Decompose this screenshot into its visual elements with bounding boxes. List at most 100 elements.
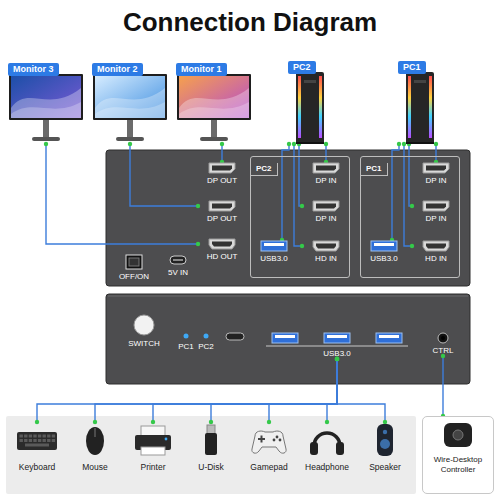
dp-port <box>422 200 450 212</box>
connector-dot <box>35 420 39 424</box>
icon-part <box>426 244 446 249</box>
port: HD OUT <box>198 238 246 262</box>
cable-connector <box>409 144 412 206</box>
connector-dot <box>196 204 200 208</box>
port-label: DP OUT <box>198 162 246 186</box>
icon-part <box>129 258 139 266</box>
cable-connector <box>153 359 337 422</box>
icon-part <box>319 76 322 138</box>
led-dot <box>184 334 189 339</box>
icon-part <box>11 102 81 118</box>
icon-part <box>336 442 344 455</box>
connector-dot <box>397 142 401 146</box>
connector-dot <box>434 142 438 146</box>
cable-connector <box>294 144 302 246</box>
port-label: 5V IN <box>156 254 200 278</box>
icon-part <box>200 137 228 141</box>
cable-connector <box>337 359 385 422</box>
usb-port <box>370 240 398 252</box>
led-label: PC2 <box>194 342 218 352</box>
icon-part <box>261 241 287 251</box>
icon-part <box>11 76 81 118</box>
icon-part <box>11 88 81 118</box>
monitor-icon <box>92 74 168 144</box>
panel-highlight <box>108 296 468 297</box>
icon-part <box>212 166 232 171</box>
port-group: PC2DP INDP INUSB3.0HD IN <box>250 156 350 278</box>
device-label: U-Disk <box>182 422 240 472</box>
monitor-icon <box>176 74 252 144</box>
port: HD IN <box>302 240 350 264</box>
monitor-tag: Monitor 1 <box>176 63 227 76</box>
peripheral-device: Mouse <box>66 422 124 472</box>
printer-icon <box>131 422 175 458</box>
icon-part <box>86 427 104 455</box>
port-label: HD IN <box>302 240 350 264</box>
port-label: DP IN <box>302 200 350 224</box>
led-label: PC1 <box>174 342 198 352</box>
icon-part <box>173 259 183 261</box>
icon-part <box>261 436 263 443</box>
connector-dot <box>325 420 329 424</box>
connector-dot <box>196 242 200 246</box>
icon-part <box>209 163 235 173</box>
port-label: USB3.0 <box>250 240 298 264</box>
dp-port <box>208 200 236 212</box>
icon-part <box>310 442 318 455</box>
connector-dot <box>93 420 97 424</box>
usb-c-port <box>226 333 244 340</box>
peripheral-device: Printer <box>124 422 182 472</box>
device-label: Keyboard <box>8 422 66 472</box>
icon-part <box>95 102 165 118</box>
icon-part <box>426 166 446 171</box>
icon-part <box>17 432 57 450</box>
device-label: Headphone <box>298 422 356 472</box>
icon-part <box>371 241 397 251</box>
connector-dot <box>402 142 406 146</box>
icon-part <box>43 120 49 137</box>
cable-connector <box>404 144 412 246</box>
icon-part <box>205 433 217 455</box>
icon-part <box>126 255 142 269</box>
dp-port <box>312 200 340 212</box>
icon-part <box>170 256 186 264</box>
icon-part <box>134 315 154 335</box>
icon-part <box>43 439 46 442</box>
pc-tower: PC2 <box>288 56 332 144</box>
cable-connector <box>299 144 302 206</box>
icon-part <box>304 80 316 83</box>
usbc-port <box>164 254 192 266</box>
icon-part <box>33 439 36 442</box>
pc-tag: PC1 <box>398 61 426 74</box>
dp-port <box>422 162 450 174</box>
port-label: DP IN <box>302 162 350 186</box>
monitor-tag: Monitor 2 <box>92 63 143 76</box>
connector-dot <box>267 420 271 424</box>
icon-part <box>43 435 46 438</box>
kvm-front-panel <box>106 294 470 384</box>
monitor: Monitor 1 <box>176 58 252 144</box>
icon-part <box>24 439 27 442</box>
port: DP OUT <box>198 200 246 224</box>
icon-part <box>383 430 387 434</box>
icon-part <box>327 335 347 338</box>
port-label: CTRL <box>426 332 460 356</box>
device-band <box>6 416 416 494</box>
port-label: HD OUT <box>198 238 246 262</box>
icon-part <box>406 142 434 144</box>
cable-connector <box>95 359 337 422</box>
pc-tag: PC2 <box>288 61 316 74</box>
connector-dot <box>220 142 224 146</box>
peripheral-device: Headphone <box>298 422 356 472</box>
connector-dot <box>324 142 328 146</box>
connector-dot <box>151 420 155 424</box>
icon-part <box>313 201 339 211</box>
button-label: SWITCH <box>120 314 168 349</box>
connector-dot <box>209 420 213 424</box>
icon-part <box>52 435 55 438</box>
port-label: DP OUT <box>198 200 246 224</box>
icon-part <box>438 333 448 343</box>
icon-part <box>408 76 411 138</box>
icon-part <box>47 435 50 438</box>
